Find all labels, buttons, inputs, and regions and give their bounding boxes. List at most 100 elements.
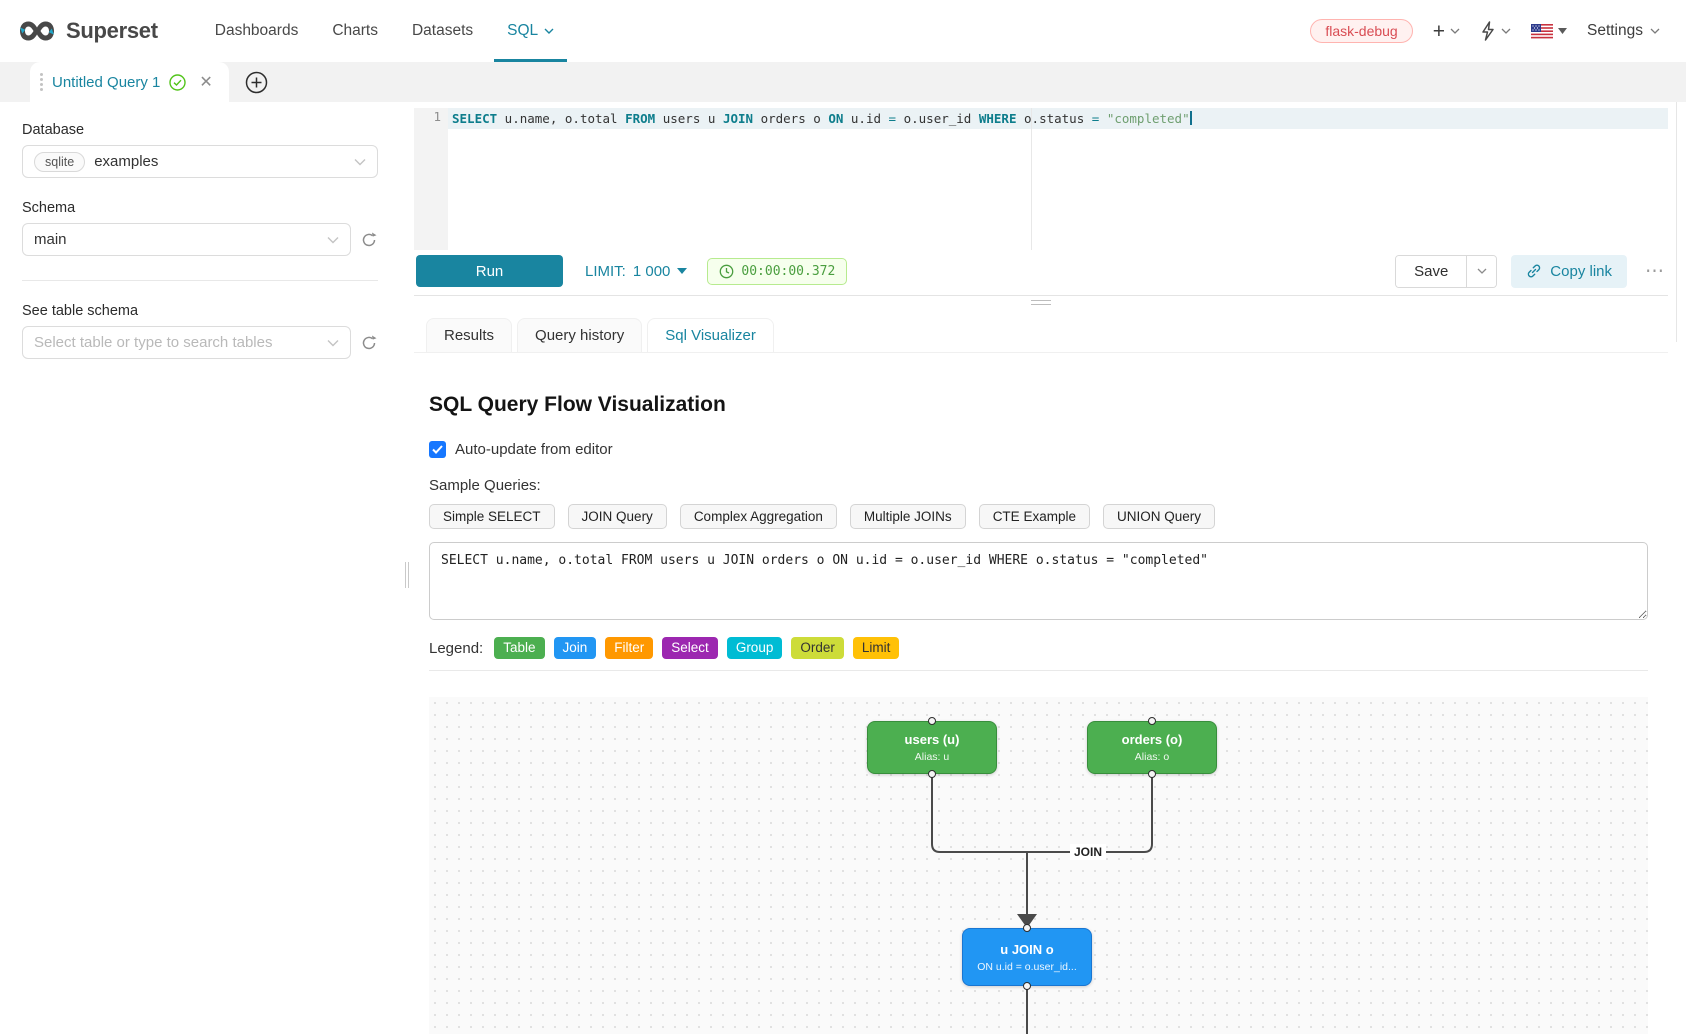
node-handle[interactable]	[928, 770, 936, 779]
pane-border	[1676, 102, 1677, 342]
save-options-button[interactable]	[1466, 255, 1497, 287]
query-tab-untitled-1[interactable]: Untitled Query 1 ✕	[30, 62, 229, 102]
node-handle[interactable]	[1148, 717, 1156, 726]
add-tab-button[interactable]	[237, 62, 277, 102]
superset-infinity-icon	[20, 21, 54, 41]
sample-simple-select-button[interactable]: Simple SELECT	[429, 504, 555, 529]
limit-dropdown[interactable]: LIMIT: 1 000	[585, 263, 688, 280]
active-line-highlight	[448, 108, 1668, 129]
sample-union-query-button[interactable]: UNION Query	[1102, 504, 1215, 529]
close-icon[interactable]: ✕	[199, 74, 213, 91]
top-navbar: Superset Dashboards Charts Datasets SQL …	[0, 0, 1686, 62]
legend-badge-table: Table	[494, 637, 545, 660]
database-engine-tag: sqlite	[34, 151, 86, 172]
superset-logo[interactable]: Superset	[18, 18, 158, 44]
nav-item-charts[interactable]: Charts	[332, 22, 378, 39]
plus-icon: +	[1432, 19, 1445, 43]
flow-node-orders[interactable]: orders (o) Alias: o	[1087, 721, 1217, 775]
sample-cte-example-button[interactable]: CTE Example	[978, 504, 1090, 529]
drag-handle-icon[interactable]	[40, 73, 43, 91]
nav-item-dashboards[interactable]: Dashboards	[214, 22, 299, 39]
legend-badge-select: Select	[662, 637, 718, 660]
sample-join-query-button[interactable]: JOIN Query	[567, 504, 667, 529]
sample-query-buttons: Simple SELECT JOIN Query Complex Aggrega…	[429, 504, 1648, 529]
run-button[interactable]: Run	[416, 255, 563, 287]
page-title: SQL Query Flow Visualization	[429, 393, 726, 416]
tab-results[interactable]: Results	[426, 318, 513, 352]
refresh-icon	[362, 232, 377, 246]
flow-node-users[interactable]: users (u) Alias: u	[867, 721, 997, 775]
chevron-down-icon	[544, 28, 554, 34]
new-item-menu[interactable]: +	[1433, 21, 1460, 42]
refresh-icon	[362, 335, 377, 349]
schema-label: Schema	[22, 200, 76, 216]
sqllab-sidebar: Database sqlite examples Schema main	[0, 102, 409, 1034]
tab-sql-visualizer[interactable]: Sql Visualizer	[647, 318, 774, 352]
auto-update-checkbox[interactable]	[429, 441, 446, 458]
editor-toolbar: Run LIMIT: 1 000 00:00:00.372 Save	[414, 250, 1668, 292]
results-tab-bar: Results Query history Sql Visualizer	[414, 308, 1668, 353]
legend-badge-order: Order	[791, 637, 844, 660]
flow-canvas[interactable]: JOIN users (u) Alias: u orders (o) Alias…	[429, 697, 1648, 1034]
chevron-down-icon	[1650, 28, 1660, 34]
brand-name: Superset	[66, 18, 158, 43]
schema-select[interactable]: main	[22, 223, 351, 256]
sample-queries-label: Sample Queries:	[429, 477, 541, 494]
refresh-schemas-button[interactable]	[360, 231, 378, 249]
us-flag-icon	[1530, 23, 1553, 39]
flow-node-join[interactable]: u JOIN o ON u.id = o.user_id...	[962, 928, 1092, 987]
nav-item-datasets[interactable]: Datasets	[411, 22, 474, 39]
more-options-button[interactable]: ⋯	[1645, 260, 1664, 282]
database-label: Database	[22, 122, 85, 138]
sql-code-line: SELECT u.name, o.total FROM users u JOIN…	[452, 111, 1192, 126]
save-button[interactable]: Save	[1396, 255, 1467, 287]
node-handle[interactable]	[928, 717, 936, 726]
check-circle-icon	[169, 73, 187, 91]
legend-badge-join: Join	[553, 637, 597, 660]
sql-code-editor[interactable]: 1 SELECT u.name, o.total FROM users u JO…	[414, 108, 1668, 250]
resize-drag-handle[interactable]	[1031, 300, 1051, 305]
print-margin-ruler	[1031, 108, 1032, 250]
sample-complex-aggregation-button[interactable]: Complex Aggregation	[679, 504, 837, 529]
chevron-down-icon	[327, 339, 339, 346]
query-timer: 00:00:00.372	[707, 257, 848, 285]
database-select[interactable]: sqlite examples	[22, 145, 378, 178]
pane-divider	[414, 295, 1668, 296]
copy-link-button[interactable]: Copy link	[1511, 254, 1627, 288]
flow-edges	[931, 776, 1153, 1034]
node-handle[interactable]	[1023, 924, 1031, 933]
legend-label: Legend:	[429, 639, 484, 657]
pane-resize-handle[interactable]	[405, 562, 409, 588]
alerts-menu[interactable]	[1480, 21, 1511, 41]
tab-query-history[interactable]: Query history	[517, 318, 643, 352]
nav-item-sql[interactable]: SQL	[490, 0, 571, 62]
save-split-button: Save	[1395, 254, 1498, 288]
node-handle[interactable]	[1148, 770, 1156, 779]
query-input[interactable]: SELECT u.name, o.total FROM users u JOIN…	[429, 542, 1648, 620]
lightning-bolt-icon	[1482, 21, 1494, 41]
query-tab-strip: Untitled Query 1 ✕	[0, 62, 1686, 102]
environment-badge: flask-debug	[1310, 19, 1413, 43]
auto-update-label: Auto-update from editor	[455, 441, 613, 458]
link-icon	[1528, 264, 1541, 278]
clock-icon	[720, 264, 734, 278]
node-handle[interactable]	[1023, 982, 1031, 991]
refresh-tables-button[interactable]	[360, 334, 378, 352]
chevron-down-icon	[354, 158, 366, 165]
plus-circle-icon	[246, 71, 268, 93]
settings-menu[interactable]: Settings	[1587, 22, 1660, 40]
check-icon	[432, 445, 443, 454]
main-menu: Dashboards Charts Datasets SQL	[198, 0, 571, 62]
query-tab-title: Untitled Query 1	[52, 73, 161, 91]
chevron-down-icon	[327, 236, 339, 243]
chevron-down-icon	[1450, 28, 1460, 34]
caret-down-icon	[677, 268, 688, 274]
sql-editor-pane: 1 SELECT u.name, o.total FROM users u JO…	[406, 102, 1686, 1034]
language-picker[interactable]	[1530, 23, 1567, 39]
sample-multiple-joins-button[interactable]: Multiple JOINs	[849, 504, 966, 529]
sql-visualizer-panel: SQL Query Flow Visualization Auto-update…	[414, 353, 1668, 1034]
content-divider	[429, 670, 1648, 672]
text-cursor	[1189, 111, 1192, 125]
table-select[interactable]: Select table or type to search tables	[22, 326, 351, 359]
legend-badge-limit: Limit	[852, 637, 900, 660]
